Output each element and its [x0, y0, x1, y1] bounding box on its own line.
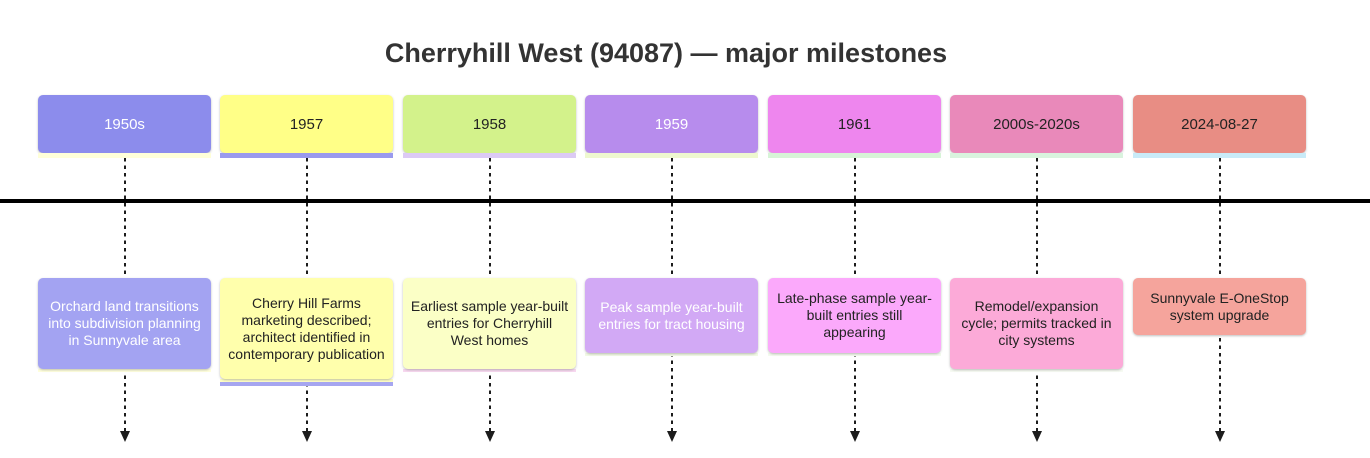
period-box: 1961: [768, 95, 941, 153]
period-label: 1961: [837, 115, 872, 133]
arrow-down-icon: [849, 431, 860, 442]
event-label: Orchard land transitions into subdivisio…: [48, 298, 201, 348]
arrow-down-icon: [1031, 431, 1042, 442]
milestone-column: 2024-08-27 Sunnyvale E-OneStop system up…: [1133, 95, 1306, 445]
milestone-column: 1950s Orchard land transitions into subd…: [38, 95, 211, 445]
timeline-title: Cherryhill West (94087) — major mileston…: [384, 38, 948, 68]
event-box: Earliest sample year-built entries for C…: [403, 278, 576, 369]
period-box: 1959: [585, 95, 758, 153]
period-label: 2024-08-27: [1181, 115, 1258, 133]
period-label: 1959: [654, 115, 689, 133]
period-box: 1950s: [38, 95, 211, 153]
event-strip: [1133, 335, 1306, 338]
period-label: 1957: [289, 115, 324, 133]
milestone-column: 1958 Earliest sample year-built entries …: [403, 95, 576, 445]
event-strip: [38, 369, 211, 372]
event-box: Cherry Hill Farms marketing described; a…: [220, 278, 393, 379]
event-box: Orchard land transitions into subdivisio…: [38, 278, 211, 369]
milestone-column: 1961 Late-phase sample year-built entrie…: [768, 95, 941, 445]
period-strip: [1133, 153, 1306, 158]
period-label: 1950s: [104, 115, 145, 133]
milestone-column: 1959 Peak sample year-built entries for …: [585, 95, 758, 445]
event-strip: [585, 353, 758, 356]
period-strip: [768, 153, 941, 158]
event-label: Remodel/expansion cycle; permits tracked…: [961, 298, 1112, 348]
event-strip: [220, 382, 393, 386]
timeline-axis-line: [0, 199, 1370, 203]
event-strip: [950, 369, 1123, 372]
event-box: Sunnyvale E-OneStop system upgrade: [1133, 278, 1306, 335]
period-strip: [220, 153, 393, 158]
arrow-down-icon: [484, 431, 495, 442]
arrow-down-icon: [1214, 431, 1225, 442]
period-label: 2000s-2020s: [993, 115, 1080, 133]
period-box: 2000s-2020s: [950, 95, 1123, 153]
event-label: Earliest sample year-built entries for C…: [410, 298, 569, 348]
event-strip: [220, 379, 393, 382]
milestone-column: 1957 Cherry Hill Farms marketing describ…: [220, 95, 393, 445]
period-strip: [38, 153, 211, 158]
arrow-down-icon: [301, 431, 312, 442]
milestone-column: 2000s-2020s Remodel/expansion cycle; per…: [950, 95, 1123, 445]
period-strip: [950, 153, 1123, 158]
arrow-down-icon: [119, 431, 130, 442]
event-box: Late-phase sample year-built entries sti…: [768, 278, 941, 353]
period-box: 1958: [403, 95, 576, 153]
event-label: Late-phase sample year-built entries sti…: [777, 290, 932, 340]
period-box: 1957: [220, 95, 393, 153]
period-box: 2024-08-27: [1133, 95, 1306, 153]
event-label: Peak sample year-built entries for tract…: [598, 298, 745, 332]
period-label: 1958: [472, 115, 507, 133]
period-strip: [585, 153, 758, 158]
event-strip: [768, 353, 941, 356]
event-box: Peak sample year-built entries for tract…: [585, 278, 758, 353]
event-label: Sunnyvale E-OneStop system upgrade: [1150, 289, 1289, 323]
event-box: Remodel/expansion cycle; permits tracked…: [950, 278, 1123, 369]
arrow-down-icon: [666, 431, 677, 442]
event-strip: [403, 369, 576, 372]
event-label: Cherry Hill Farms marketing described; a…: [228, 294, 385, 362]
period-strip: [403, 153, 576, 158]
